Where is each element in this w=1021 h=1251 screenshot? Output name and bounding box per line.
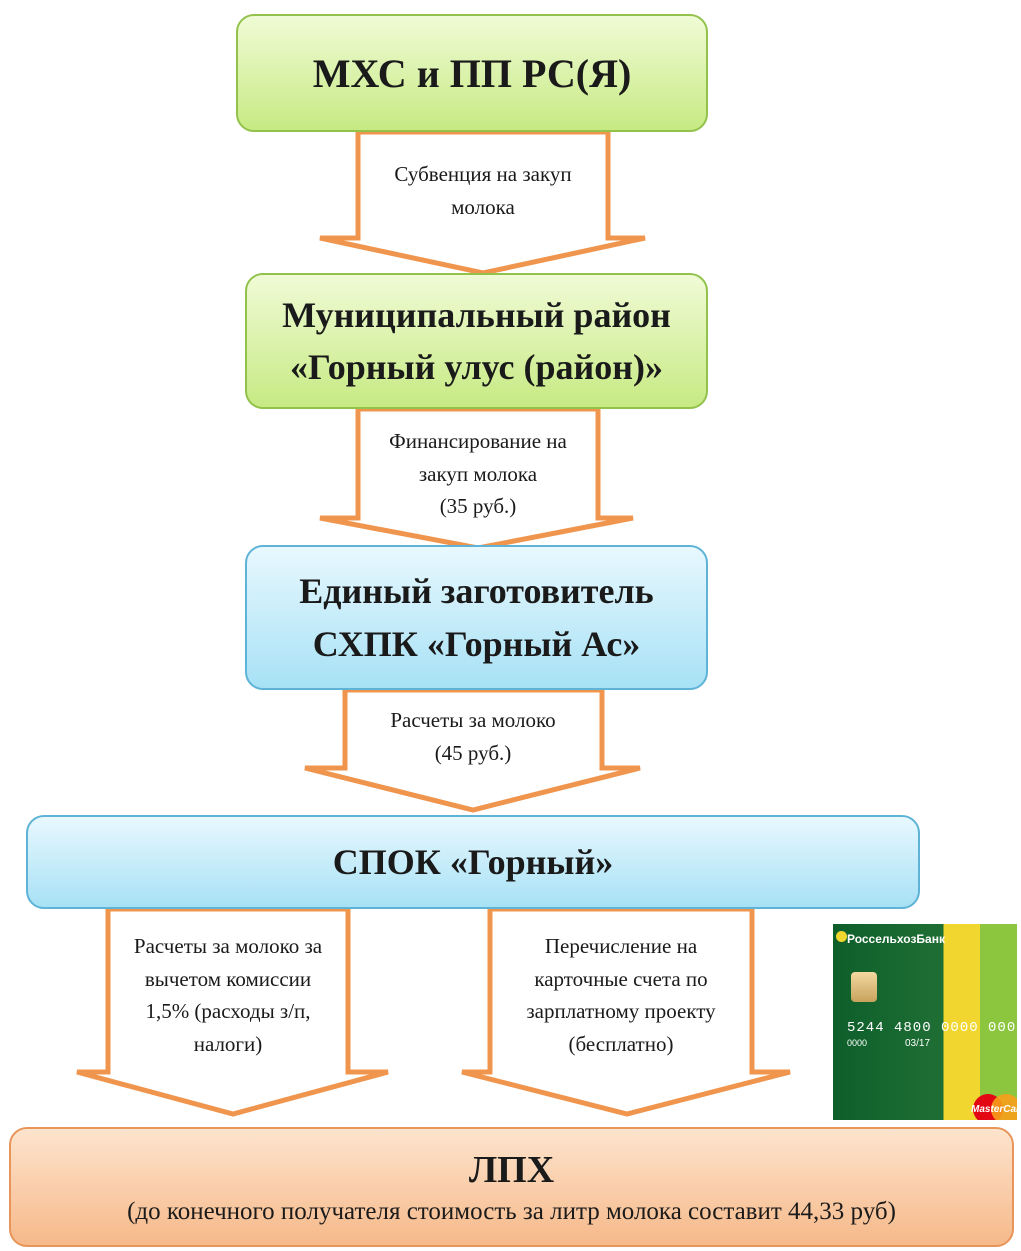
arrow-payments-net-text: Расчеты за молоко за вычетом комиссии 1,…	[133, 934, 323, 1056]
card-number: 5244 4800 0000 0000	[847, 1020, 1017, 1036]
card-bank-name: РоссельхозБанк	[847, 932, 945, 946]
municipal-box: Муниципальный район «Горный улус (район)…	[245, 273, 708, 409]
mastercard-orange-circle	[991, 1094, 1017, 1120]
card-chip-icon	[851, 972, 877, 1002]
ministry-box: МХС и ПП РС(Я)	[236, 14, 708, 132]
arrow-financing-text: Финансирование на закуп молока (35 руб.)	[389, 429, 567, 519]
bank-card-image: РоссельхозБанк 5244 4800 0000 0000 0000 …	[833, 924, 1017, 1120]
arrow-payments-net	[76, 906, 389, 1117]
mastercard-label: MasterCard	[971, 1104, 1017, 1115]
ministry-label: МХС и ПП РС(Я)	[312, 50, 632, 96]
spok-box: СПОК «Горный»	[26, 815, 920, 909]
arrow-subvention	[319, 129, 646, 276]
procurer-line-2: СХПК «Горный Ас»	[312, 623, 641, 664]
lph-note: (до конечного получателя стоимость за ли…	[127, 1198, 896, 1225]
arrow-subvention-text: Субвенция на закуп молока	[394, 162, 572, 219]
municipal-line-2: «Горный улус (район)»	[289, 347, 663, 387]
card-expiry: 03/17	[905, 1038, 931, 1049]
arrow-payments-text: Расчеты за молоко (45 руб.)	[390, 708, 556, 765]
lph-box: ЛПХ (до конечного получателя стоимость з…	[9, 1127, 1014, 1247]
procurer-line-1: Единый заготовитель	[299, 571, 654, 612]
municipal-line-1: Муниципальный район	[282, 294, 671, 335]
arrow-financing	[319, 406, 634, 551]
bank-logo-icon	[836, 931, 847, 942]
arrow-card-transfer-text: Перечисление на карточные счета по зарпл…	[526, 934, 716, 1056]
procurer-box: Единый заготовитель СХПК «Горный Ас»	[245, 545, 708, 690]
arrow-payments	[304, 687, 641, 813]
arrow-card-transfer	[461, 906, 791, 1117]
spok-label: СПОК «Горный»	[332, 842, 614, 882]
lph-title: ЛПХ	[468, 1149, 555, 1191]
card-small-digits: 0000	[847, 1038, 868, 1048]
